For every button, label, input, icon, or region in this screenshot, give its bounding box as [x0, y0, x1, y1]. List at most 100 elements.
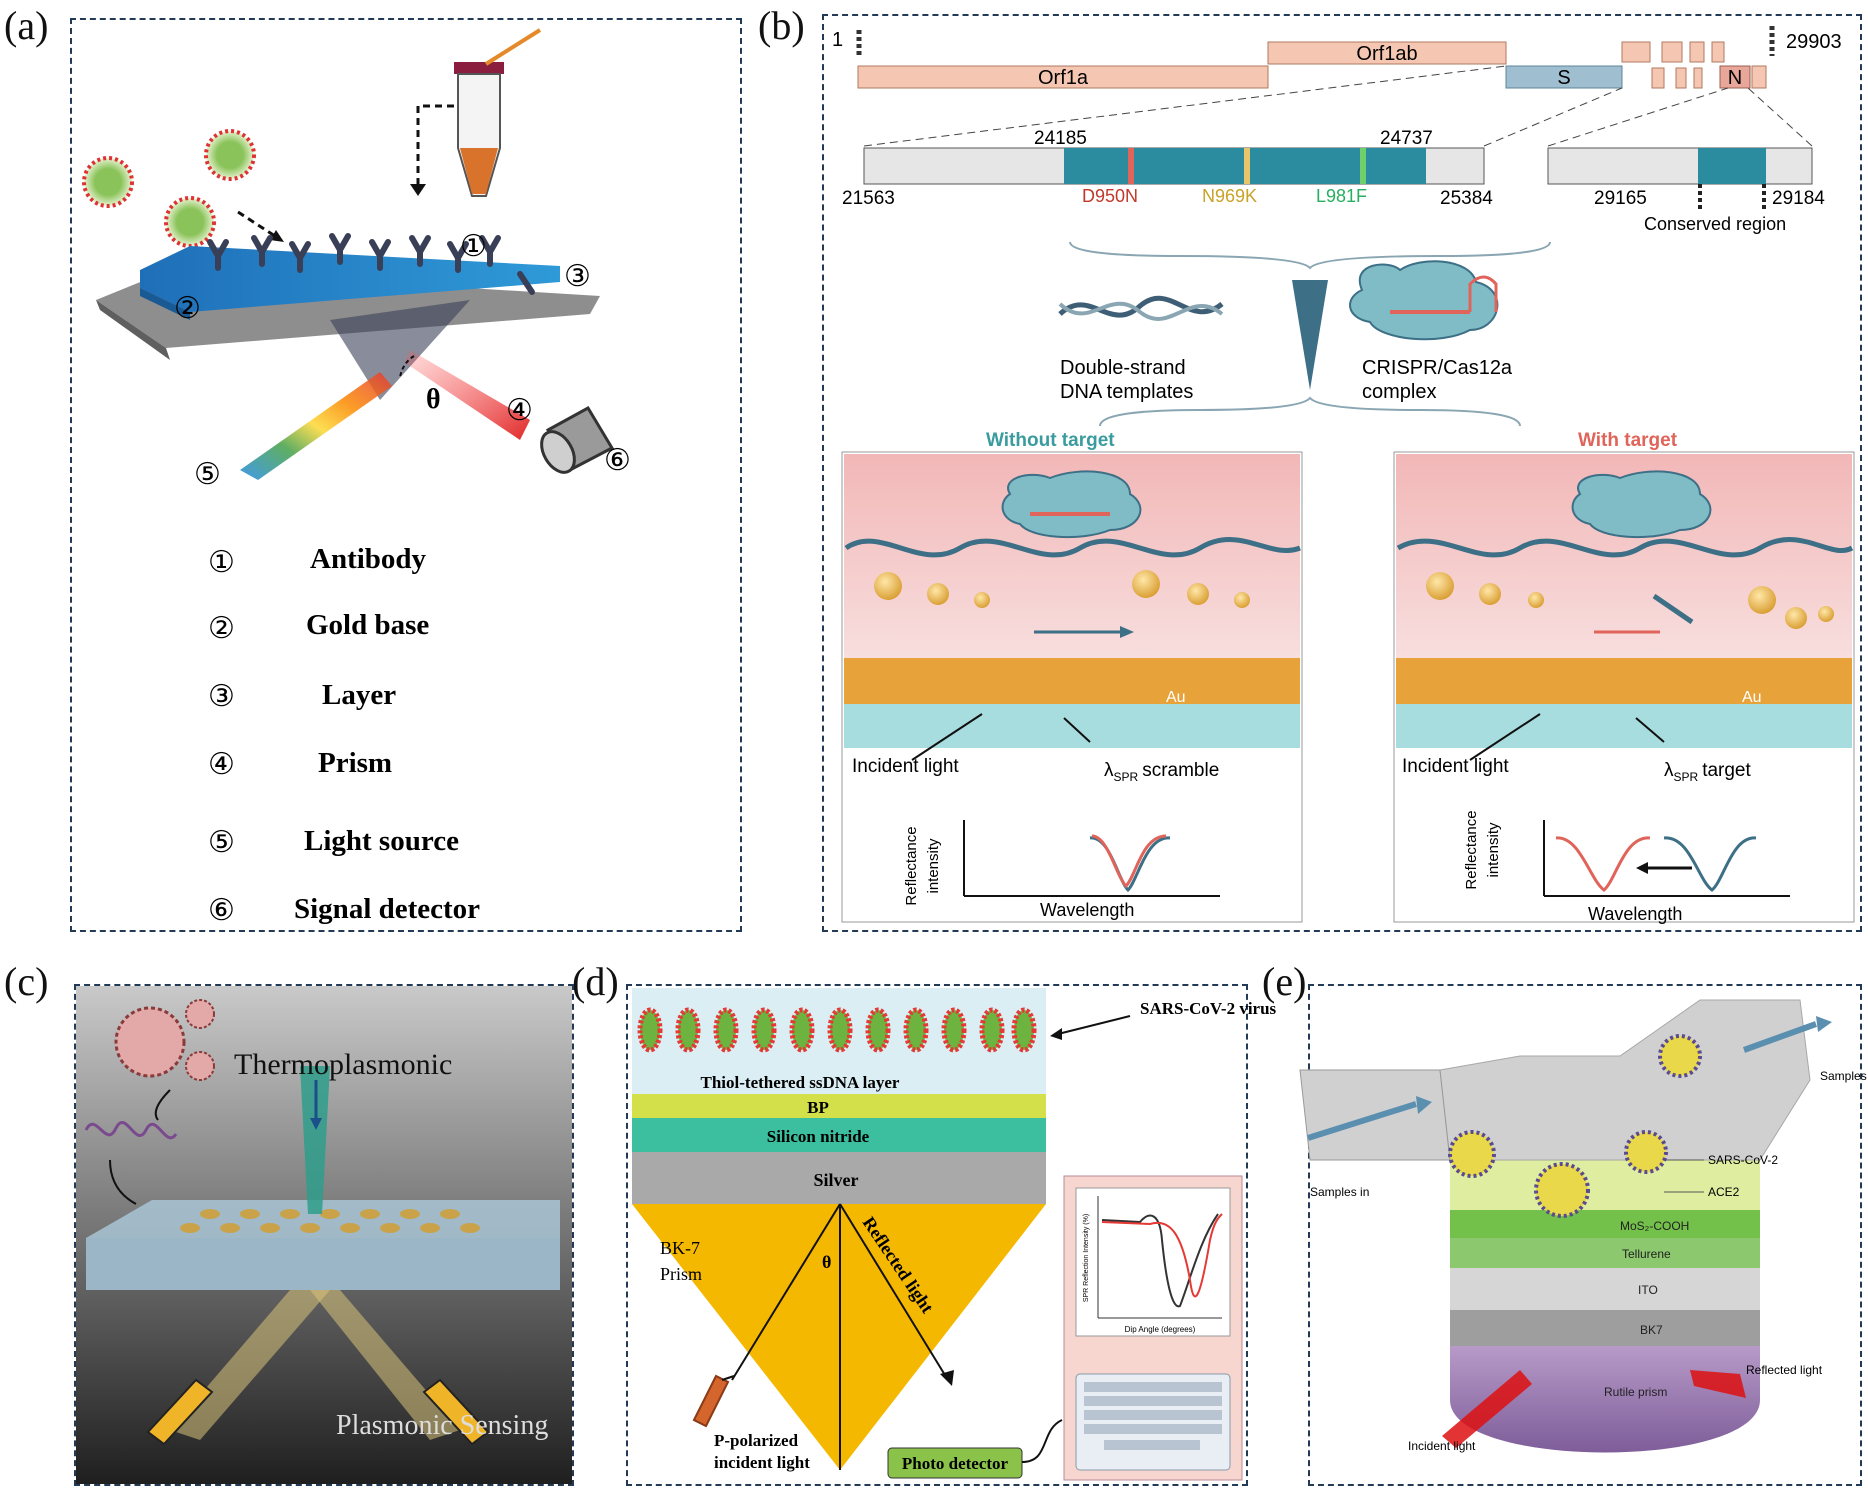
panel-b-diagram: 1 29903 Orf1ab Orf1a S N 24185 24737 215…: [832, 26, 1855, 924]
legend-label-light-source: Light source: [304, 825, 459, 857]
inset-xlabel: Dip Angle (degrees): [1125, 1325, 1196, 1334]
dsdna-label-1: Double-strand: [1060, 357, 1186, 379]
crispr-label-1: CRISPR/Cas12a: [1362, 357, 1513, 379]
without-target-title: Without target: [986, 430, 1115, 451]
legend-num-3: ③: [208, 680, 235, 713]
inset-ylabel: SPR Reflection Intensity (%): [1083, 1214, 1090, 1302]
s-pos-24185: 24185: [1034, 128, 1087, 149]
rutile-prism: [1450, 1346, 1760, 1453]
marker-5: ⑤: [194, 458, 221, 491]
ito-label: ITO: [1638, 1283, 1658, 1297]
ssdna-layer-label: Thiol-tethered ssDNA layer: [701, 1073, 900, 1092]
silver-layer: [632, 1152, 1046, 1204]
incident-light-label-right: Incident light: [1402, 756, 1509, 777]
marker-1: ①: [460, 230, 487, 263]
crispr-cas12a-complex-icon: [1349, 260, 1499, 341]
s-pos-24737: 24737: [1380, 128, 1433, 149]
photo-detector-label: Photo detector: [902, 1454, 1009, 1473]
with-target-title: With target: [1578, 430, 1678, 451]
inset-spr-chart: [1075, 1187, 1231, 1337]
conserved-region-label: Conserved region: [1644, 214, 1786, 234]
n-conserved-region: [1698, 148, 1766, 184]
mos2-label: MoS₂-COOH: [1620, 1219, 1689, 1233]
bp-label: BP: [807, 1098, 829, 1117]
legend-label-antibody: Antibody: [310, 543, 427, 575]
flow-arrow: [1292, 280, 1328, 390]
silicon-nitride-layer: [632, 1118, 1046, 1152]
mutation-d950n: D950N: [1082, 186, 1138, 206]
ace2-label: ACE2: [1708, 1185, 1740, 1199]
reflected-beam-e: [1690, 1370, 1746, 1398]
legend-num-5: ⑤: [208, 826, 235, 859]
virus-particle: [114, 1006, 186, 1078]
silicon-nitride-label: Silicon nitride: [767, 1127, 870, 1146]
thermoplasmonic-beam: [300, 1066, 330, 1214]
light-source-beam: [240, 372, 392, 480]
bk7-label-e: BK7: [1640, 1323, 1663, 1337]
panel-a-label: (a): [4, 3, 49, 48]
samples-in-label: Samples in: [1310, 1185, 1369, 1199]
ylabel-2-right: intensity: [1485, 822, 1502, 878]
silver-label: Silver: [814, 1170, 859, 1190]
sensor-chip: [96, 246, 600, 400]
legend-label-prism: Prism: [318, 747, 392, 779]
legend-num-6: ⑥: [208, 894, 235, 927]
xlabel-left: Wavelength: [1040, 900, 1134, 920]
n-pos-29184: 29184: [1772, 188, 1825, 209]
s-gene-block: [1505, 65, 1623, 89]
marker-3: ③: [564, 260, 591, 293]
ylabel-2-left: intensity: [925, 838, 942, 894]
au-label-right: Au: [1742, 689, 1762, 706]
orf1ab-label: Orf1ab: [1356, 43, 1417, 65]
panel-b-frame: [822, 14, 1862, 932]
bk7-layer: [1450, 1310, 1760, 1346]
orf1a-block: [857, 65, 1269, 89]
reflected-beam: [404, 350, 530, 440]
panel-c-label: (c): [4, 959, 49, 1004]
virus-particle: [1448, 1034, 1702, 1218]
ito-layer: [1450, 1268, 1760, 1310]
tellurene-label: Tellurene: [1622, 1247, 1671, 1261]
virus-particle: [82, 129, 256, 248]
plasmonic-sensing-label: Plasmonic Sensing: [336, 1410, 548, 1441]
sars-cov-2-label: SARS-CoV-2: [1708, 1153, 1778, 1167]
reflectance-chart-right: Reflectance intensity Wavelength: [1463, 810, 1790, 924]
legend-num-2: ②: [208, 612, 235, 645]
rutile-prism-label: Rutile prism: [1604, 1385, 1667, 1399]
signal-detector-icon: [540, 405, 615, 474]
marker-4: ④: [506, 394, 533, 427]
legend-num-1: ①: [208, 546, 235, 579]
legend-num-4: ④: [208, 748, 235, 781]
panel-e-diagram: Samples out Samples in SARS-CoV-2 ACE2 M…: [1299, 986, 1868, 1484]
mutation-n969k: N969K: [1202, 186, 1257, 206]
arrow-virus-to-chip: [237, 210, 279, 240]
crispr-label-2: complex: [1362, 381, 1436, 403]
legend-label-gold-base: Gold base: [306, 609, 429, 641]
theta-label-d: θ: [822, 1252, 831, 1272]
panel-d-label: (d): [572, 959, 619, 1004]
panel-a-frame: [70, 18, 742, 932]
incident-beam: [1442, 1370, 1532, 1448]
xlabel-right: Wavelength: [1588, 904, 1682, 924]
s-pos-21563: 21563: [842, 188, 895, 209]
marker-6: ⑥: [604, 444, 631, 477]
orf1ab-block: [1267, 41, 1507, 65]
s-gene-label: S: [1557, 67, 1570, 89]
tellurene-layer: [1450, 1238, 1760, 1268]
bk7-label-2: Prism: [660, 1264, 702, 1284]
thermoplasmonic-label: Thermoplasmonic: [234, 1048, 452, 1081]
reflected-light-label-e: Reflected light: [1746, 1363, 1823, 1377]
bk7-label-1: BK-7: [660, 1238, 700, 1258]
bp-layer: [632, 1094, 1046, 1118]
marker-2: ②: [174, 292, 201, 325]
panel-d-diagram: SARS-CoV-2 virus Thiol-tethered ssDNA la…: [632, 988, 1277, 1481]
panel-a-legend: ① Antibody ② Gold base ③ Layer ④ Prism ⑤…: [208, 543, 480, 927]
genome-end: 29903: [1786, 31, 1842, 53]
panel-c-diagram: Thermoplasmonic Plasmonic Sensing: [76, 986, 572, 1484]
panel-c-frame: [74, 984, 574, 1486]
n-pos-29165: 29165: [1594, 188, 1647, 209]
au-label-left: Au: [1166, 689, 1186, 706]
ylabel-1-left: Reflectance: [903, 826, 920, 905]
